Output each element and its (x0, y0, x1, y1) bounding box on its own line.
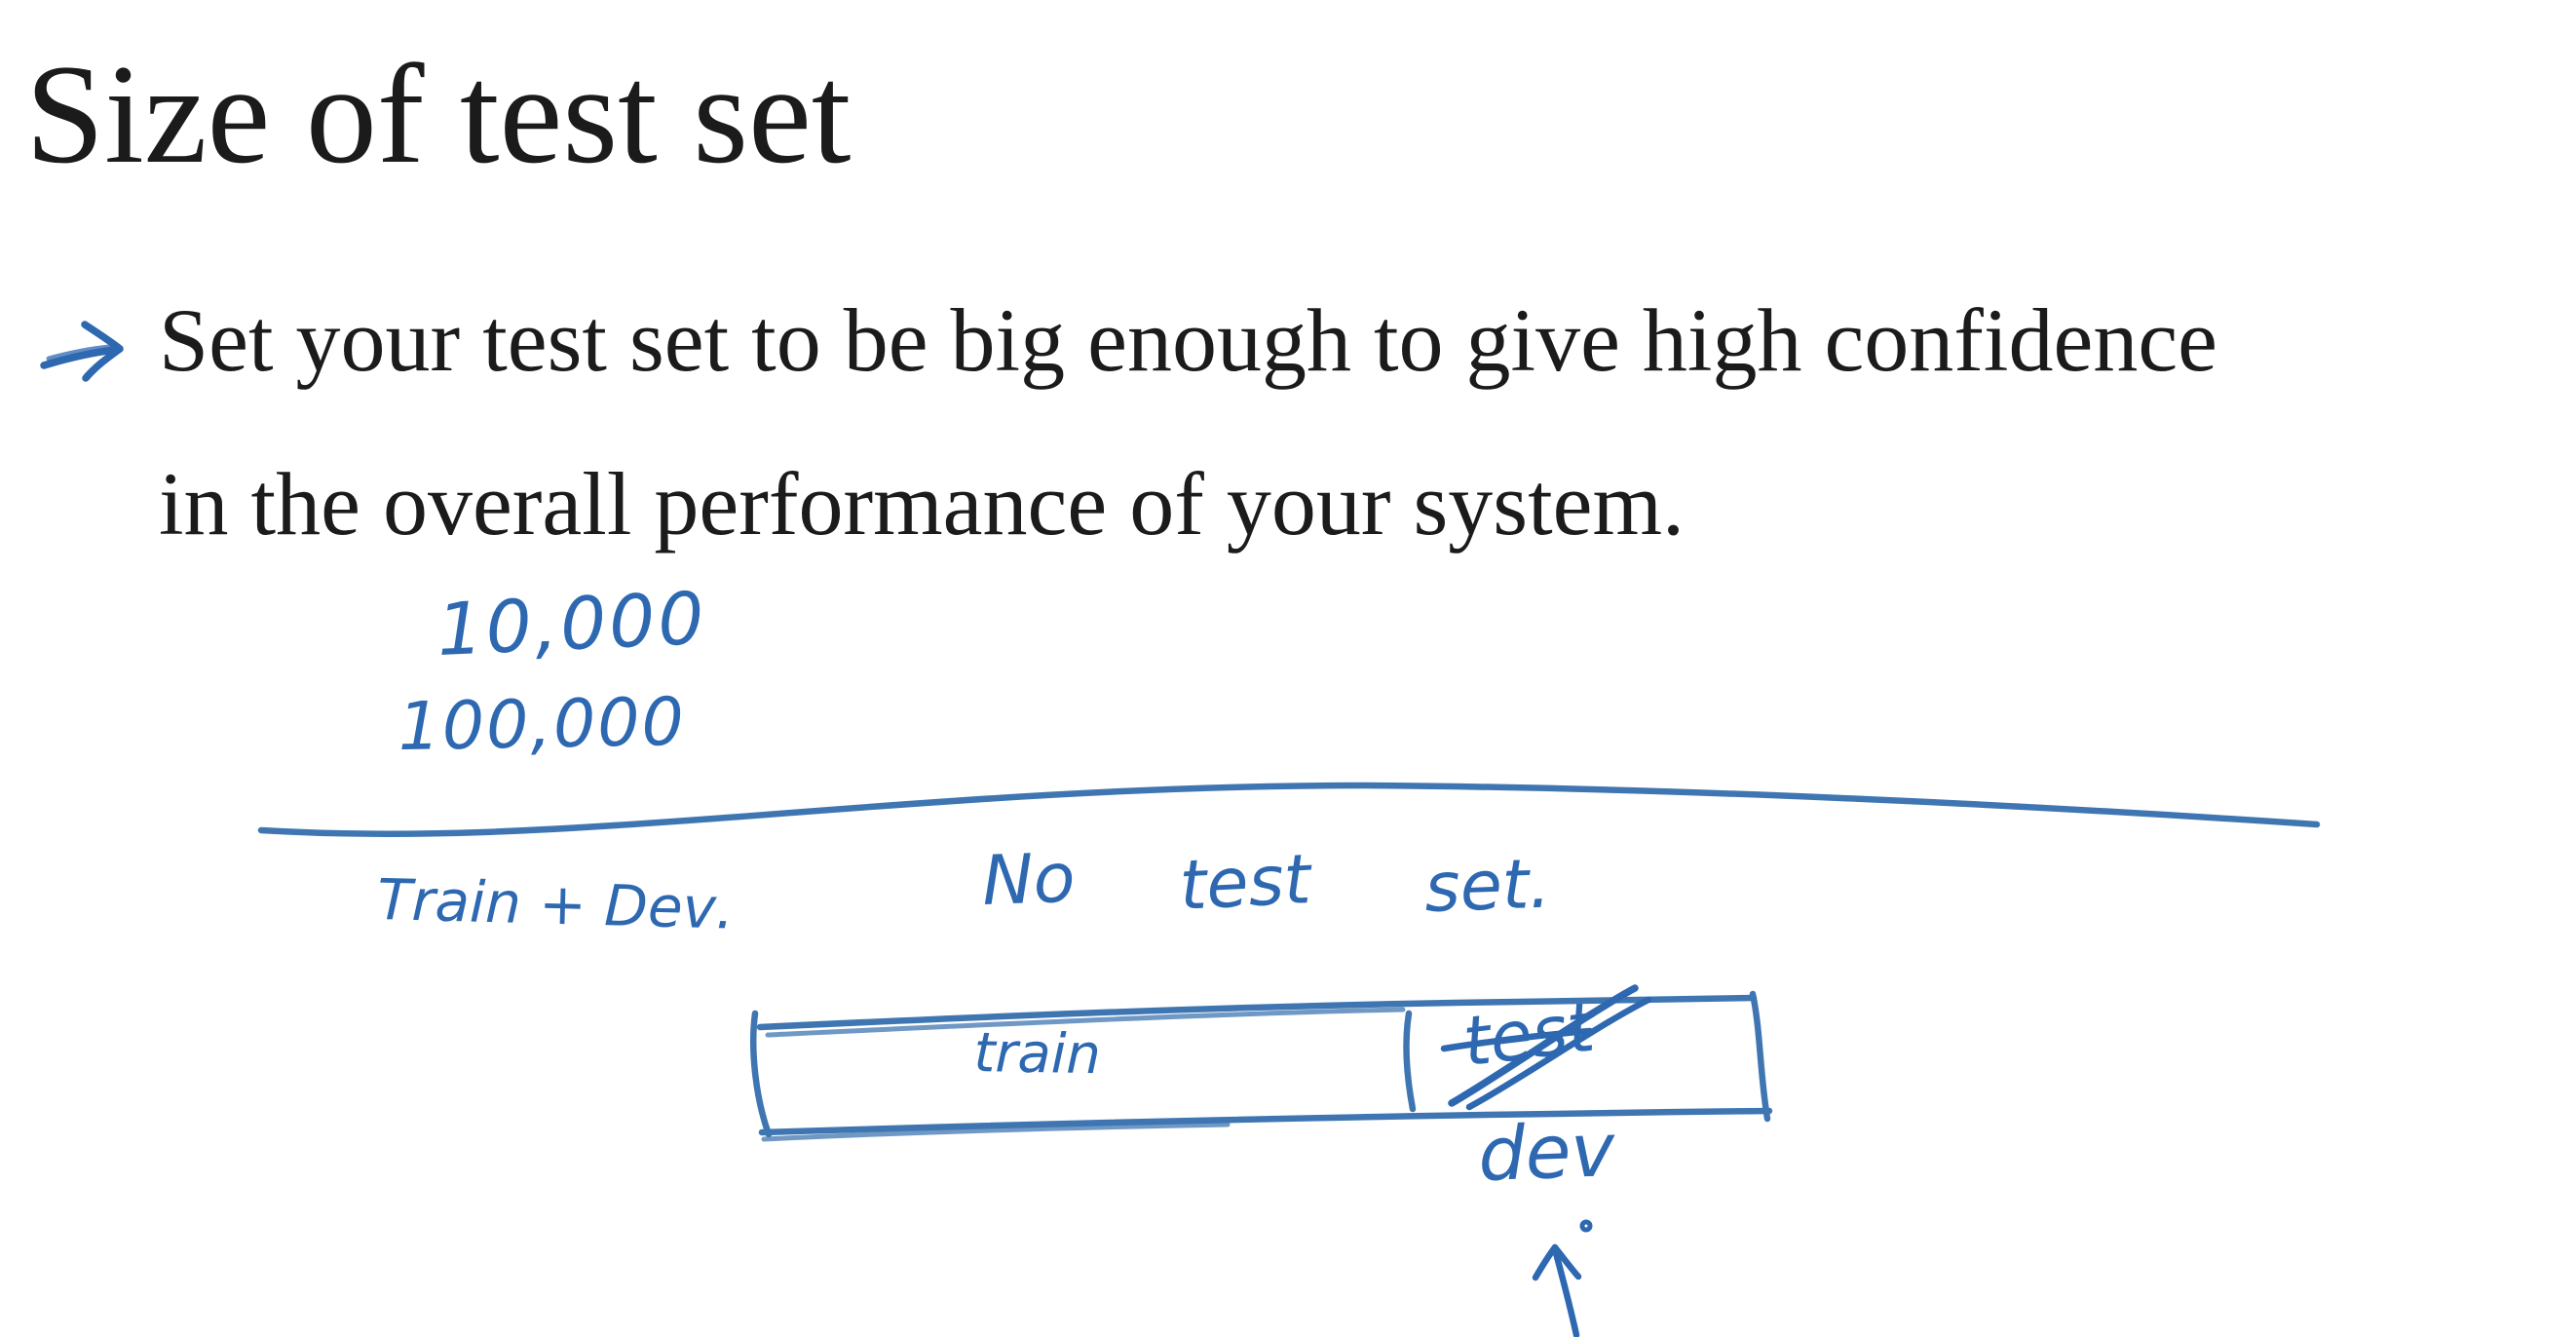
bullet-text-line-2: in the overall performance of your syste… (159, 454, 1686, 554)
box-test-label-crossed: test (1458, 986, 1599, 1083)
annotation-size-10000: 10,000 (435, 576, 709, 672)
annotation-train-plus-dev: Train + Dev. (376, 866, 736, 942)
box-divider (1403, 1010, 1417, 1113)
annotation-size-100000: 100,000 (397, 683, 687, 766)
annotation-set-word: set. (1422, 843, 1552, 928)
box-train-label: train (972, 1021, 1102, 1088)
box-dev-label: dev (1476, 1106, 1616, 1198)
bullet-arrow-icon (40, 321, 124, 382)
annotation-test-word: test (1177, 838, 1313, 926)
slide-title: Size of test set (25, 35, 852, 193)
annotation-no-word: No (980, 837, 1077, 921)
dev-up-arrow-icon (1532, 1243, 1582, 1337)
bullet-text-line-1: Set your test set to be big enough to gi… (159, 290, 2217, 390)
dev-dot (1579, 1219, 1593, 1233)
dataset-split-box (750, 990, 1773, 1142)
separator-wavy-line (257, 782, 2321, 838)
